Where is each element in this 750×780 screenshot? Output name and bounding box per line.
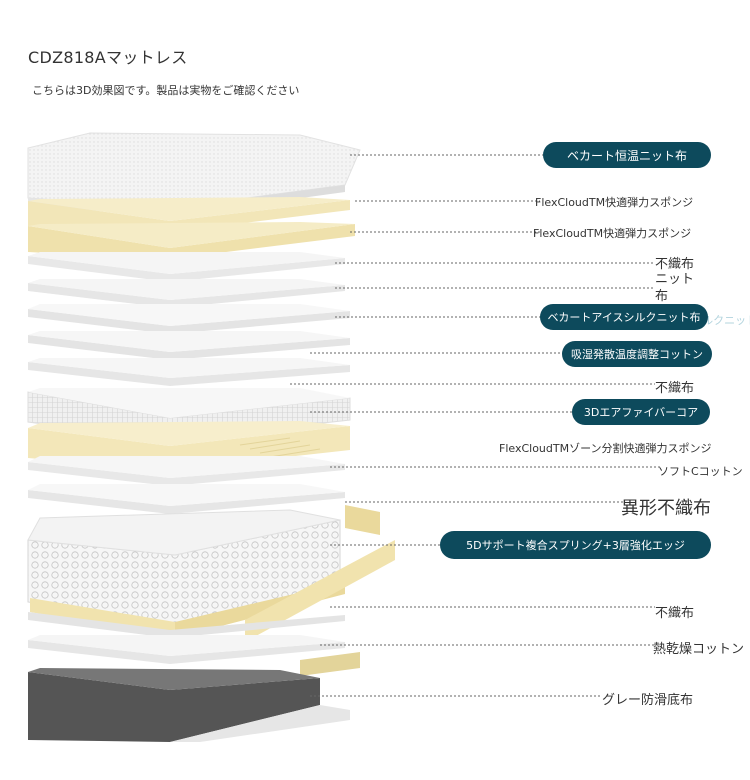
- label-spring-unit: 5Dサポート複合スプリング+3層強化エッジ: [440, 531, 711, 559]
- label-ice-silk: ベカートアイスシルクニット布: [540, 304, 708, 330]
- label-grey-base: グレー防滑底布: [602, 693, 694, 708]
- leader-lines: [290, 154, 660, 697]
- layer-bottom-sheets: [28, 612, 360, 676]
- label-heat-dried-cotton: 熱乾燥コットン: [653, 642, 745, 657]
- label-nonwoven-3: 不織布: [655, 606, 695, 621]
- label-shaped-nonwoven: 異形不織布: [621, 498, 711, 519]
- label-foam-1: FlexCloudTM快適弾力スポンジ: [535, 196, 694, 209]
- page-title: CDZ818Aマットレス: [28, 48, 188, 67]
- label-nonwoven-1: 不織布: [655, 257, 695, 272]
- label-moisture-cotton: 吸湿発散温度調整コットン: [562, 341, 712, 367]
- layer-foam-2: [28, 222, 355, 259]
- page-subtitle: こちらは3D効果図です。製品は実物をご確認ください: [32, 84, 300, 97]
- layer-sheets: [28, 252, 350, 386]
- label-nonwoven-2: 不織布: [655, 381, 695, 396]
- layer-grey-base: [28, 668, 350, 742]
- label-zoned-foam: FlexCloudTMゾーン分割快適弾力スポンジ: [499, 442, 712, 455]
- label-knit-cover: ベカート恒温ニット布: [543, 142, 711, 168]
- layer-soft-cotton: [28, 456, 345, 514]
- label-foam-2: FlexCloudTM快適弾力スポンジ: [533, 227, 692, 240]
- label-knit-fabric: ニット布: [655, 272, 695, 304]
- label-soft-cotton: ソフトCコットン: [658, 465, 743, 478]
- label-air-fiber: 3Dエアファイバーコア: [572, 399, 710, 425]
